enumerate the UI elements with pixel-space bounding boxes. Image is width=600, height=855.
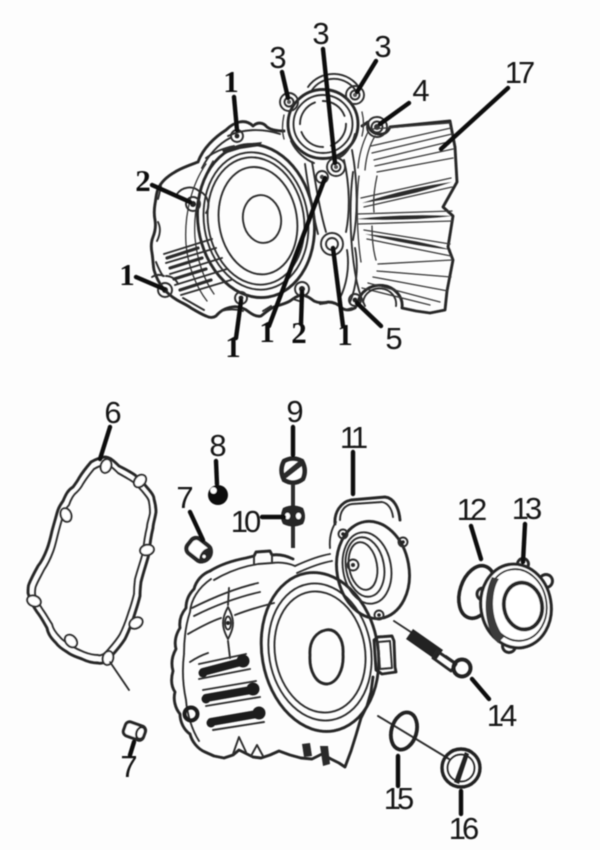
svg-text:16: 16	[449, 811, 478, 846]
svg-text:12: 12	[457, 492, 486, 527]
svg-text:2: 2	[135, 163, 151, 198]
svg-text:17: 17	[505, 55, 534, 90]
svg-text:11: 11	[340, 420, 367, 455]
svg-text:10: 10	[231, 504, 261, 539]
svg-text:13: 13	[512, 491, 541, 526]
svg-text:1: 1	[337, 317, 353, 352]
svg-text:1: 1	[119, 257, 135, 292]
svg-text:14: 14	[487, 698, 517, 733]
svg-text:1: 1	[223, 64, 239, 99]
